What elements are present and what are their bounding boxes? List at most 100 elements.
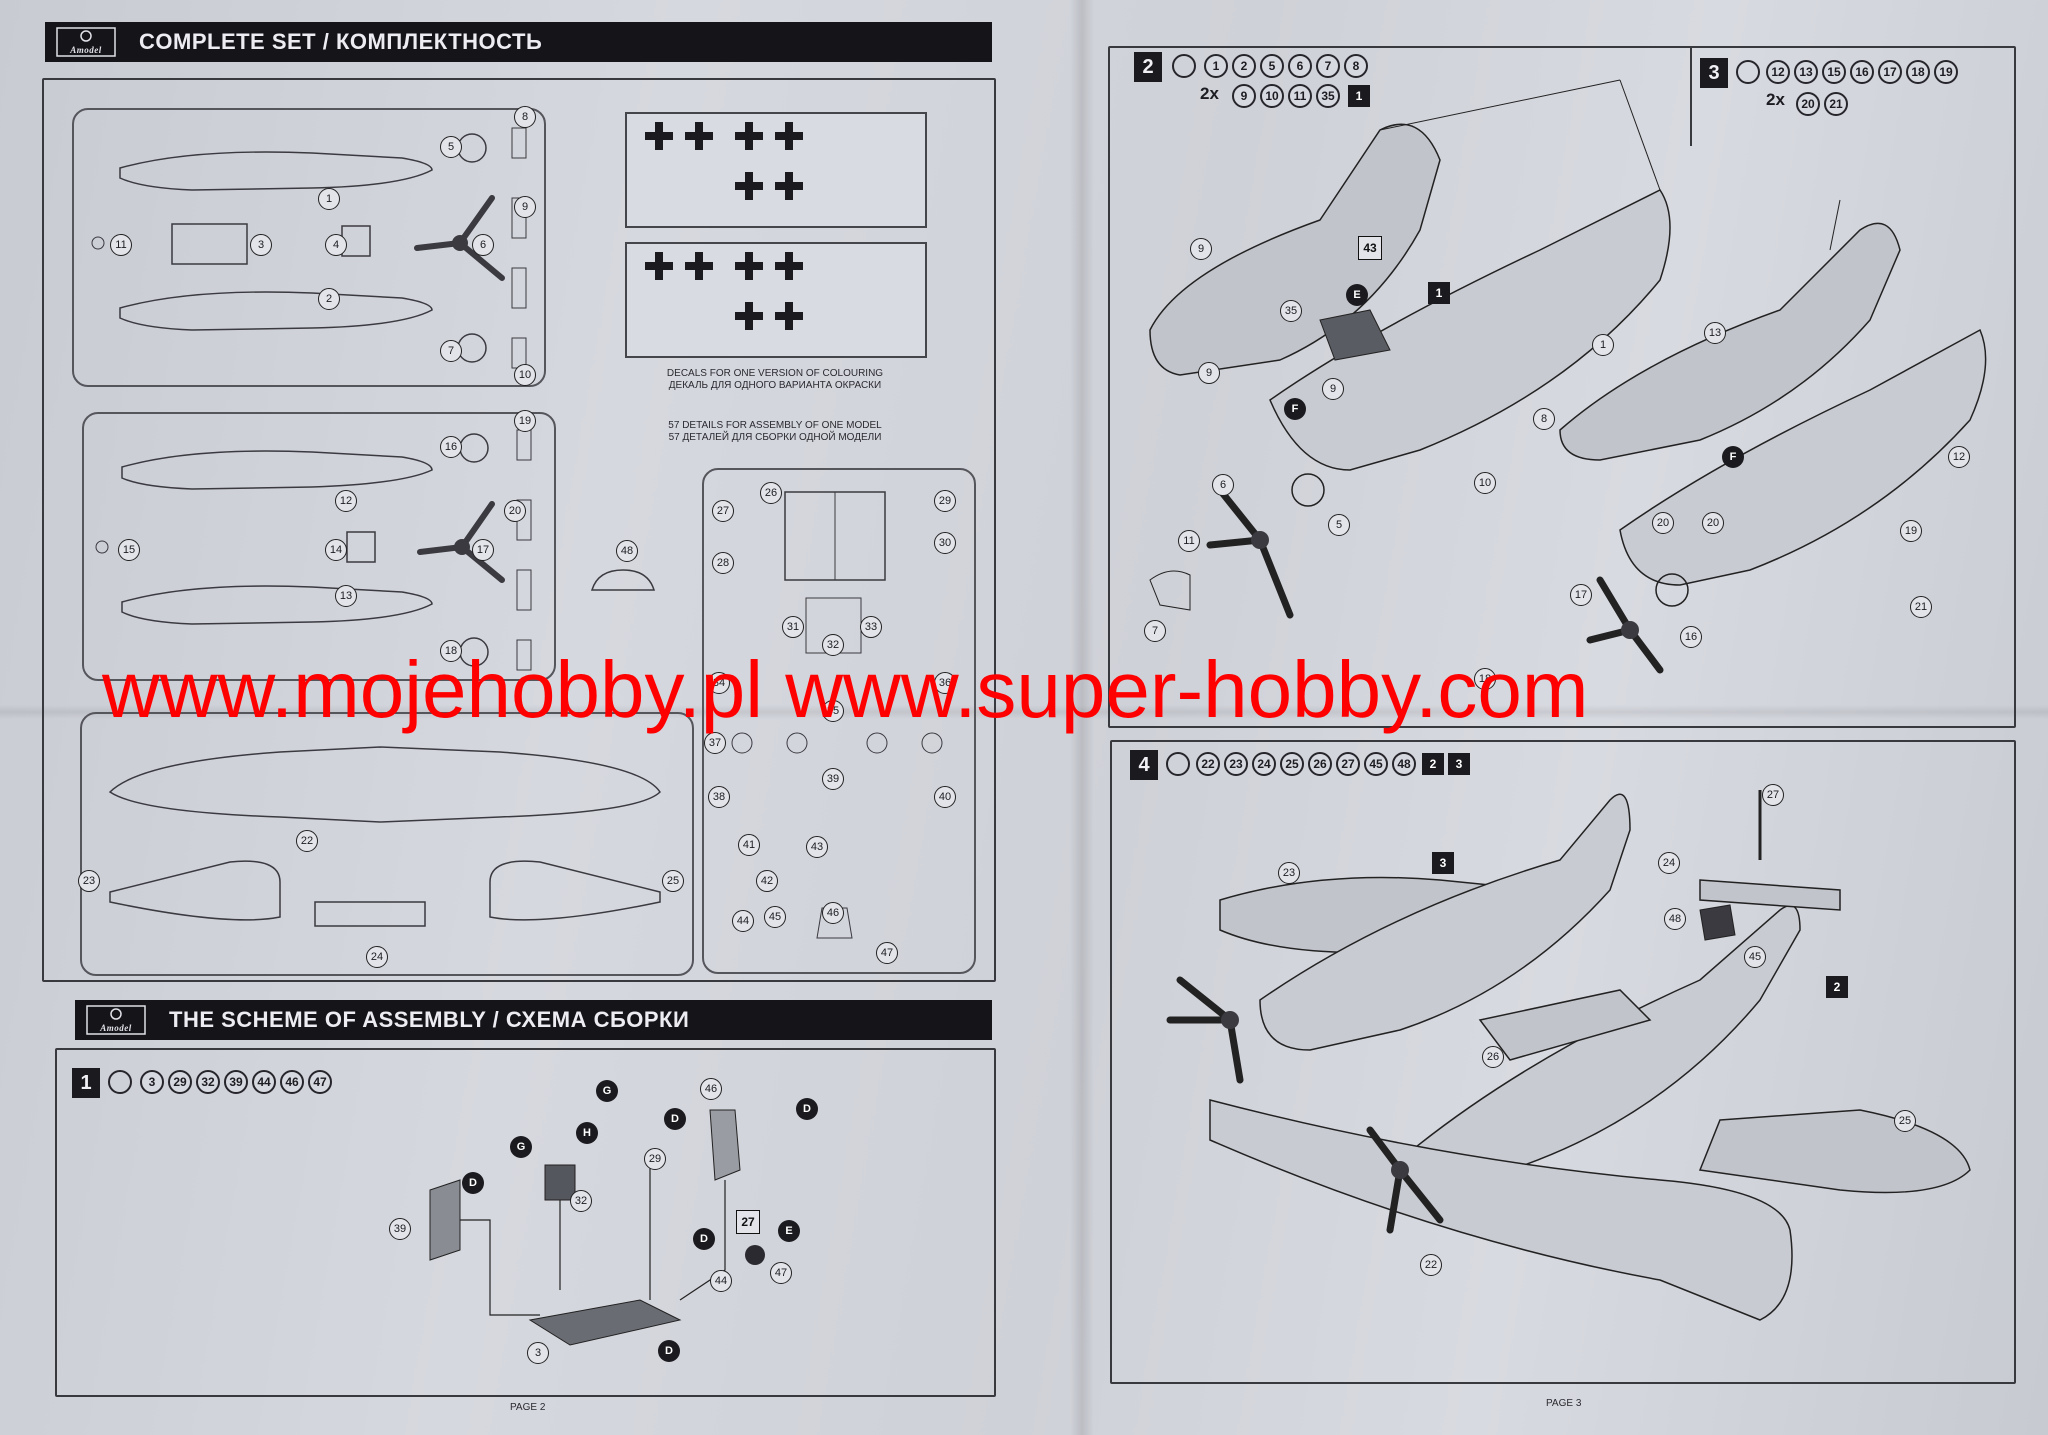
amodel-logo-icon: Amodel (86, 1005, 146, 1035)
step-4-part: 25 (1280, 752, 1304, 776)
step-2-callout: 10 (1474, 472, 1496, 494)
sprue-b-parts (95, 429, 532, 671)
step-4-part: 27 (1336, 752, 1360, 776)
part-callout: 17 (472, 539, 494, 561)
step-2-callout: 8 (1533, 408, 1555, 430)
part-callout: 14 (325, 539, 347, 561)
details-caption-ru: 57 ДЕТАЛЕЙ ДЛЯ СБОРКИ ОДНОЙ МОДЕЛИ (668, 432, 882, 443)
part-callout: 36 (934, 672, 956, 694)
step-1-part: 47 (308, 1070, 332, 1094)
part-callout: 12 (335, 490, 357, 512)
paint-code-h: H (576, 1122, 598, 1144)
decals-caption-en: DECALS FOR ONE VERSION OF COLOURING (666, 368, 884, 379)
part-callout: 3 (250, 234, 272, 256)
step-1-callout: 3 (527, 1342, 549, 1364)
step-2-callout: 35 (1280, 300, 1302, 322)
horizontal-fold (0, 705, 2048, 719)
step-divider (1690, 46, 1692, 146)
decal-sheet-1 (625, 112, 927, 228)
step-4-panel (1110, 740, 2016, 1384)
details-caption-en: 57 DETAILS FOR ASSEMBLY OF ONE MODEL (668, 420, 882, 431)
assembly-header: Amodel THE SCHEME OF ASSEMBLY / СХЕМА СБ… (75, 1000, 992, 1040)
svg-text:Amodel: Amodel (99, 1023, 132, 1033)
step-2-part: 8 (1344, 54, 1368, 78)
part-callout: 35 (822, 700, 844, 722)
glue-icon (1172, 54, 1196, 78)
part-callout: 30 (934, 532, 956, 554)
step-1-part: 44 (252, 1070, 276, 1094)
sprue-a (72, 108, 546, 387)
step-4-part: 23 (1224, 752, 1248, 776)
step-3-part: 18 (1906, 60, 1930, 84)
step-2-part: 7 (1316, 54, 1340, 78)
part-callout: 20 (504, 500, 526, 522)
step-4-subassembly: 3 (1448, 753, 1470, 775)
step-3-part: 15 (1822, 60, 1846, 84)
step-2-number: 2 (1134, 52, 1162, 82)
part-callout: 9 (514, 196, 536, 218)
step-1-callout: 39 (389, 1218, 411, 1240)
step-4-callout: 24 (1658, 852, 1680, 874)
part-callout: 13 (335, 585, 357, 607)
step-1-decal-ref: 27 (736, 1210, 760, 1234)
step-4-callout: 26 (1482, 1046, 1504, 1068)
amodel-logo-icon: Amodel (56, 27, 116, 57)
part-callout: 23 (78, 870, 100, 892)
page-number-right: PAGE 3 (1546, 1398, 1582, 1409)
step-1-part: 3 (140, 1070, 164, 1094)
part-callout: 37 (704, 732, 726, 754)
sprue-c-parts (108, 746, 661, 927)
glue-icon (1736, 60, 1760, 84)
page-fold (1070, 0, 1094, 1435)
step-4-callout: 25 (1894, 1110, 1916, 1132)
part-callout: 40 (934, 786, 956, 808)
complete-set-header: Amodel COMPLETE SET / КОМПЛЕКТНОСТЬ (45, 22, 992, 62)
paint-code-d: D (796, 1098, 818, 1120)
step-3-part: 16 (1850, 60, 1874, 84)
paint-code-d: D (658, 1340, 680, 1362)
watermark-text: www.mojehobby.pl www.super-hobby.com (102, 645, 1589, 734)
assembly-title: THE SCHEME OF ASSEMBLY / СХЕМА СБОРКИ (169, 1007, 690, 1032)
step-1-part: 39 (224, 1070, 248, 1094)
paint-code-f: F (1722, 446, 1744, 468)
paint-code-d: D (693, 1228, 715, 1250)
complete-set-panel (42, 78, 996, 982)
step-2-multiplier: 2x (1200, 84, 1219, 103)
part-callout: 1 (318, 188, 340, 210)
step-4-callout: 45 (1744, 946, 1766, 968)
part-callout: 39 (822, 768, 844, 790)
part-callout: 15 (118, 539, 140, 561)
step-3-callout: 19 (1900, 520, 1922, 542)
step-3-part: 17 (1878, 60, 1902, 84)
decal-sheet-2 (625, 242, 927, 358)
decals-caption: DECALS FOR ONE VERSION OF COLOURING ДЕКА… (625, 368, 925, 392)
part-callout: 29 (934, 490, 956, 512)
step-3-callout: 21 (1910, 596, 1932, 618)
part-callout: 18 (440, 640, 462, 662)
part-callout: 11 (110, 234, 132, 256)
step-1-callout: 46 (700, 1078, 722, 1100)
sprue-d (702, 468, 976, 974)
step-2-callout: 7 (1144, 620, 1166, 642)
step-2-callout: 6 (1212, 474, 1234, 496)
step-3-callout: 13 (1704, 322, 1726, 344)
step-2-diagram (1149, 79, 1671, 619)
step-4-callout: 48 (1664, 908, 1686, 930)
step-4-diagram (1166, 790, 1971, 1321)
details-caption: 57 DETAILS FOR ASSEMBLY OF ONE MODEL 57 … (625, 420, 925, 444)
part-callout: 38 (708, 786, 730, 808)
paint-code-e: E (1346, 284, 1368, 306)
step-2-subassembly: 1 (1348, 85, 1370, 107)
part-callout: 46 (822, 902, 844, 924)
step-3-part: 13 (1794, 60, 1818, 84)
part-callout: 44 (732, 910, 754, 932)
step-3-callout: 20 (1652, 512, 1674, 534)
brand-logo: Amodel (55, 24, 117, 60)
step-2-callout: 9 (1322, 378, 1344, 400)
part-callout: 43 (806, 836, 828, 858)
step-3-number: 3 (1700, 58, 1728, 88)
step-3-multiplier: 2x (1766, 90, 1785, 109)
sprue-d-parts (731, 491, 943, 939)
step-1-callout: 47 (770, 1262, 792, 1284)
step-2-multi-part: 11 (1288, 84, 1312, 108)
